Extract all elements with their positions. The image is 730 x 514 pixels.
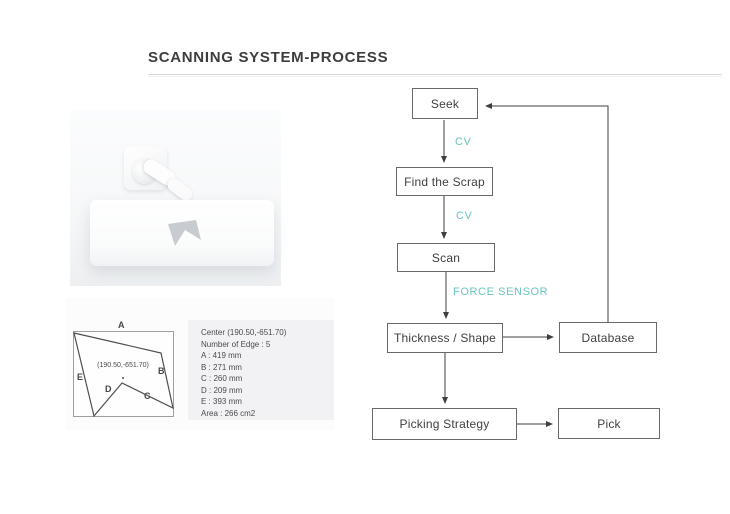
page-title: SCANNING SYSTEM-PROCESS [148,49,389,66]
flow-node-database-label: Database [581,330,635,345]
flow-node-thickness-shape: Thickness / Shape [387,323,503,353]
readout-line: Area : 266 cm2 [201,408,256,418]
flow-node-picking-strategy: Picking Strategy [372,408,517,440]
polygon-center-label: (190.50,-651.70) [97,362,149,369]
flow-node-find-the-scrap: Find the Scrap [396,167,493,196]
scrap-piece-icon [168,220,201,246]
readout-line: C : 260 mm [201,374,243,383]
polygon-center-dot [122,377,124,379]
readout-line: B : 271 mm [201,362,242,372]
edge-label-cv-2: CV [456,210,473,222]
flow-node-seek-label: Seek [430,96,460,111]
title-underline [148,74,722,75]
flow-node-scan: Scan [397,243,495,272]
edge-label-e: E [77,372,84,382]
flow-node-scan-label: Scan [431,250,461,265]
scrap-polygon-outline [73,332,174,418]
flow-node-find-the-scrap-label: Find the Scrap [404,174,485,189]
edge-label-force-sensor: FORCE SENSOR [453,286,549,298]
readout-line: Center (190.50,-651.70) [201,328,287,337]
edge-label-cv-1: CV [455,136,472,148]
flow-node-pick-label: Pick [597,416,621,431]
flow-node-thickness-shape-label: Thickness / Shape [393,331,497,345]
robot-render-image [70,110,281,286]
flow-node-database: Database [559,322,657,353]
measurement-readout: Center (190.50,-651.70) Number of Edge :… [201,327,329,419]
flow-node-picking-strategy-label: Picking Strategy [399,417,490,431]
measurement-panel: A B C D E (190.50,-651.70) Center (190.5… [66,298,334,430]
readout-line: Number of Edge : 5 [201,339,271,349]
edge-label-c: C [144,391,151,401]
edge-label-b: B [158,366,165,376]
flow-node-seek: Seek [412,88,478,119]
readout-background [188,320,334,420]
readout-line: A : 419 mm [201,351,242,360]
readout-line: E : 393 mm [201,397,242,406]
polygon-figure [73,331,174,418]
readout-line: D : 209 mm [201,385,243,395]
edge-label-d: D [105,384,112,394]
scrap-shape [168,220,201,246]
edge-label-a: A [118,320,125,330]
flow-node-pick: Pick [558,408,660,439]
